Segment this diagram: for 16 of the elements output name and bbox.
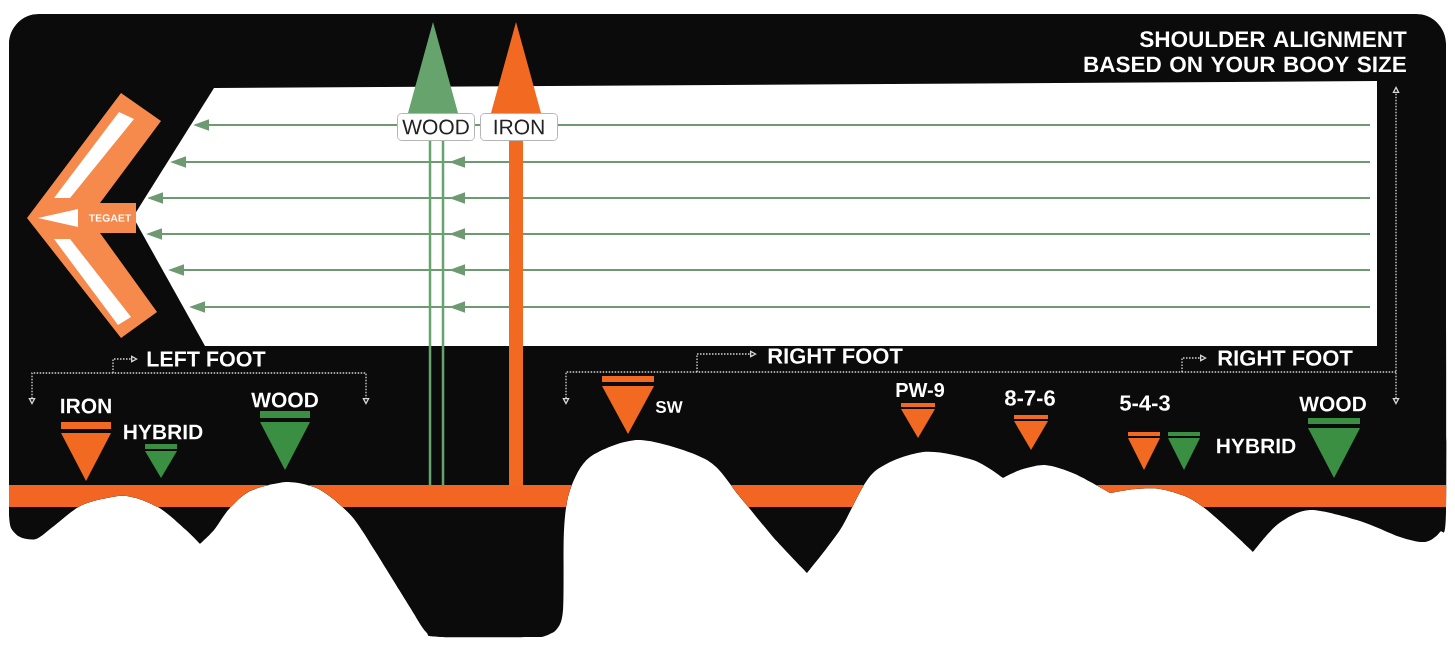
club-label: WOOD — [251, 392, 318, 408]
club-label: WOOD — [1299, 396, 1366, 412]
foot-label: RIGHT FOOT — [1218, 350, 1353, 366]
label-tag: WOOD — [397, 113, 475, 141]
foot-label: RIGHT FOOT — [768, 348, 903, 364]
club-label: HYBRID — [1217, 438, 1296, 454]
heading: SHOULDER ALIGNMENT BASED ON YOUR BOOY SIZE — [1084, 31, 1407, 73]
club-label: HYBRID — [124, 424, 203, 440]
club-label: 5-4-3 — [1120, 395, 1170, 411]
club-label: IRON — [61, 398, 111, 414]
club-label: PW-9 — [896, 382, 945, 398]
label-tag: IRON — [480, 113, 558, 141]
club-label: 8-7-6 — [1005, 390, 1055, 406]
club-label: SW — [655, 400, 683, 413]
foot-label: LEFT FOOT — [147, 351, 266, 367]
chevron: TEGAET — [27, 93, 161, 338]
